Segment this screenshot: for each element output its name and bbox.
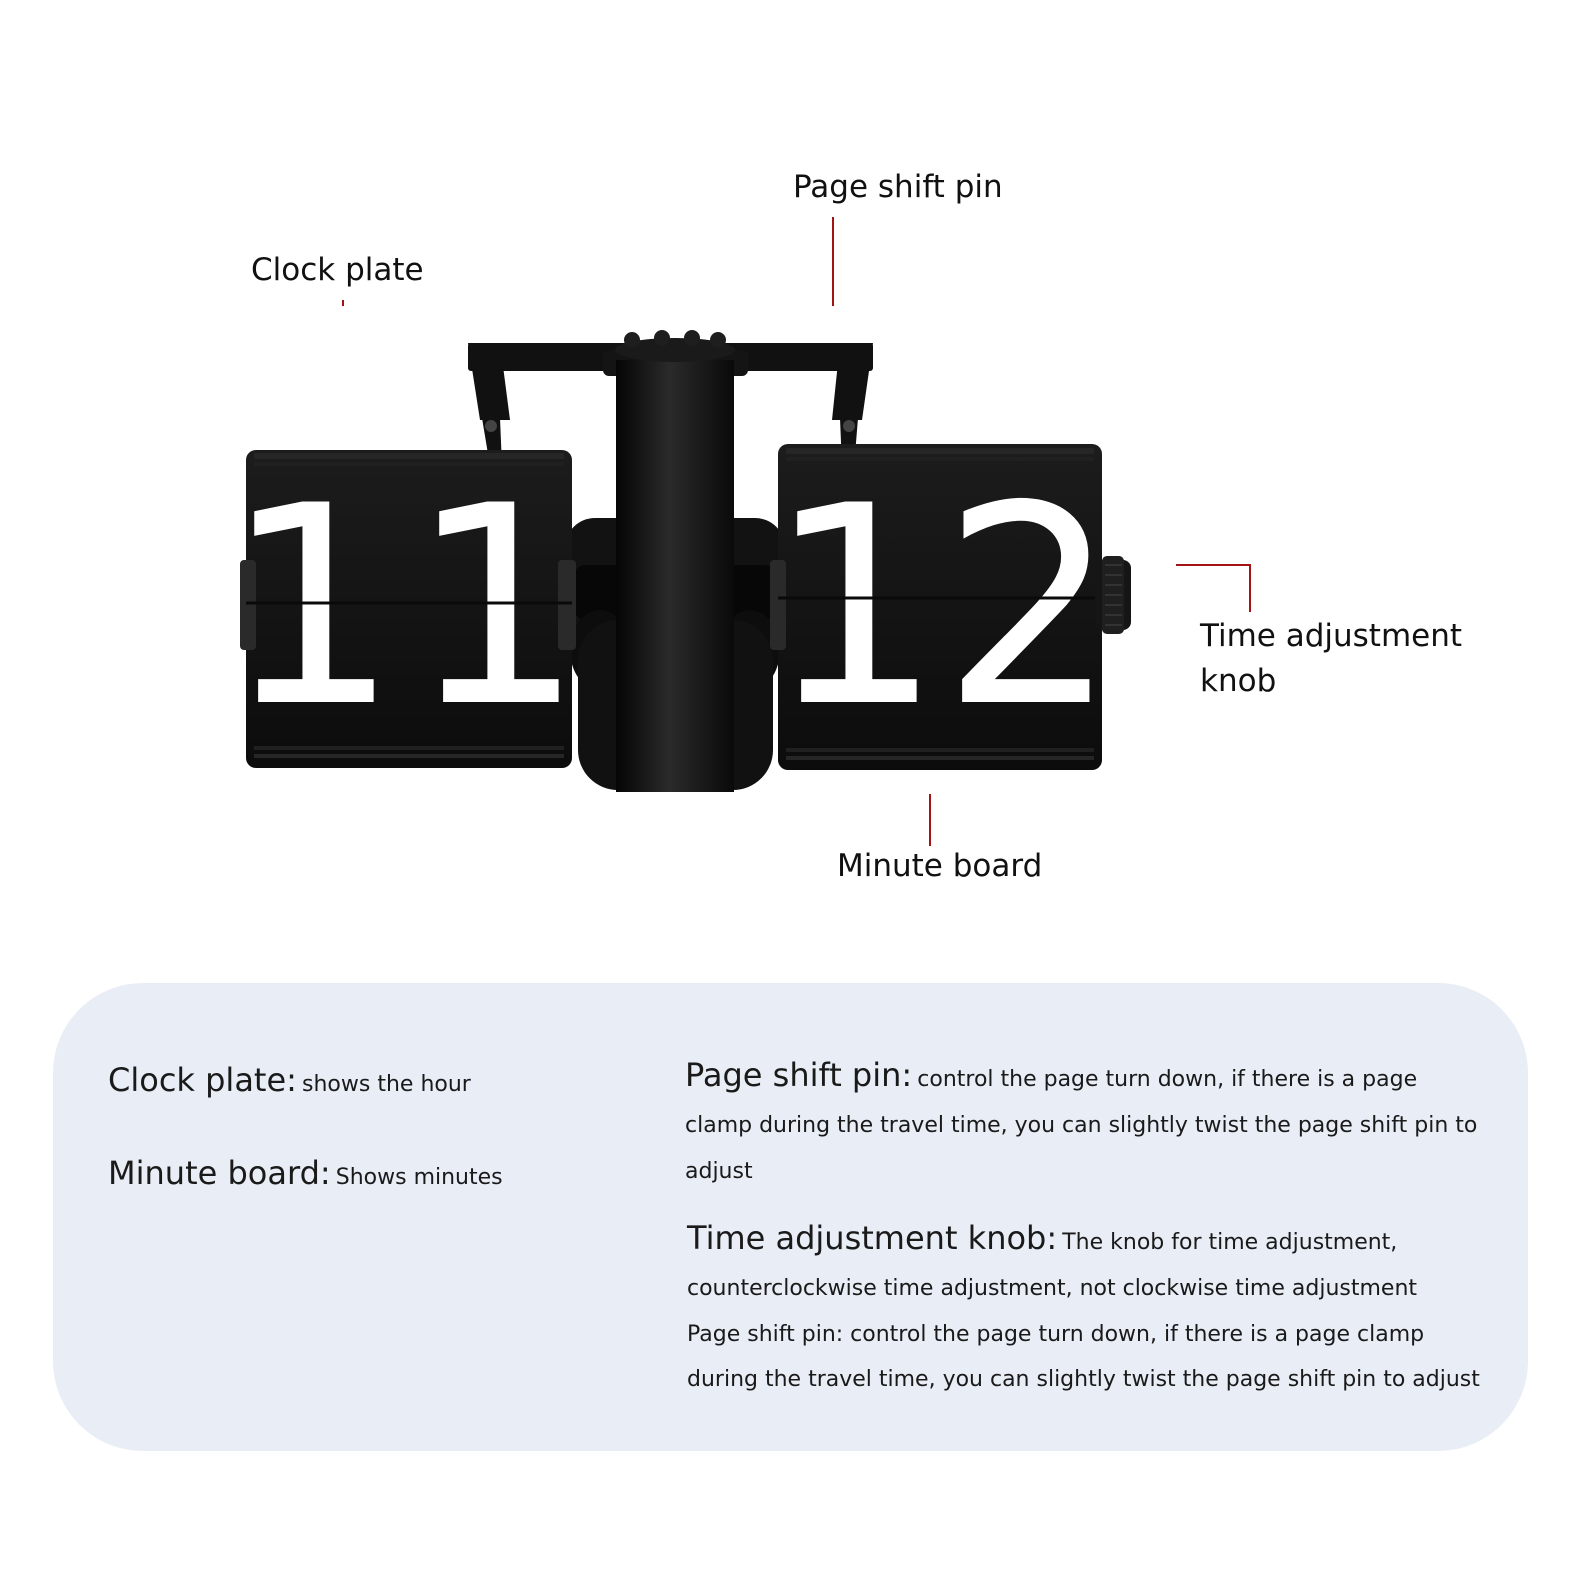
hour-digits: 11 (224, 447, 594, 767)
callout-page-shift-pin: Page shift pin (793, 169, 1003, 205)
desc-extra: Page shift pin: control the page turn do… (687, 1322, 1480, 1392)
minute-digits: 12 (767, 447, 1117, 767)
desc-text: shows the hour (302, 1072, 471, 1097)
central-post (603, 330, 748, 792)
time-adjustment-knob (1095, 556, 1131, 634)
desc-text: control the page turn down, if there is … (685, 1067, 1478, 1184)
minute-board: 12 (767, 444, 1117, 770)
leader-time-adjustment-knob (1176, 564, 1251, 612)
desc-text: The knob for time adjustment, counterclo… (687, 1230, 1418, 1301)
callout-clock-plate: Clock plate (251, 252, 424, 288)
desc-page-shift-pin: Page shift pin: control the page turn do… (685, 1053, 1485, 1195)
clock-plate: 11 (224, 447, 594, 768)
desc-minute-board: Minute board: Shows minutes (108, 1151, 628, 1201)
description-panel: Clock plate: shows the hour Minute board… (53, 983, 1528, 1451)
desc-term: Time adjustment knob: (687, 1219, 1058, 1257)
callout-time-adjustment-knob: Time adjustment knob (1200, 618, 1463, 699)
flip-clock-illustration: 11 12 (224, 217, 1251, 846)
desc-time-adjustment-knob: Time adjustment knob: The knob for time … (687, 1216, 1497, 1402)
callout-minute-board: Minute board (837, 848, 1043, 884)
desc-text: Shows minutes (335, 1165, 503, 1190)
desc-term: Page shift pin: (685, 1056, 913, 1094)
desc-term: Minute board: (108, 1154, 331, 1192)
desc-term: Clock plate: (108, 1061, 297, 1099)
desc-clock-plate: Clock plate: shows the hour (108, 1058, 628, 1108)
